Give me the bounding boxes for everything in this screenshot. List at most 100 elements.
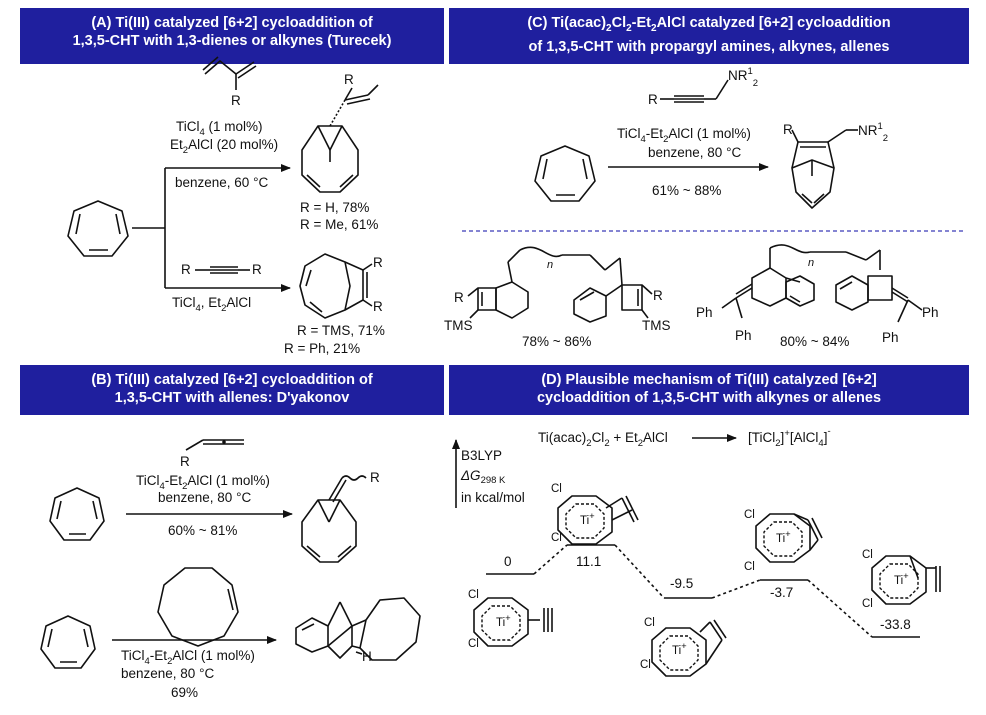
svg-text:Ti(acac)2Cl2 + Et2AlCl: Ti(acac)2Cl2 + Et2AlCl bbox=[538, 430, 668, 449]
svg-text:[TiCl2]+[AlCl4]-: [TiCl2]+[AlCl4]- bbox=[748, 426, 831, 449]
svg-text:n: n bbox=[547, 259, 553, 271]
cht-molecule-b-top bbox=[49, 487, 105, 541]
svg-text:R: R bbox=[648, 92, 658, 107]
svg-text:n: n bbox=[808, 257, 814, 269]
conditions-c-temp: benzene, 80 °C bbox=[648, 145, 741, 160]
svg-text:R: R bbox=[252, 262, 262, 277]
yield-a-top-2: R = Me, 61% bbox=[300, 217, 378, 232]
allene-reagent bbox=[185, 439, 244, 451]
yield-c-bis-right: 80% ~ 84% bbox=[780, 334, 849, 349]
svg-text:R: R bbox=[180, 454, 190, 469]
svg-text:Cl: Cl bbox=[468, 589, 479, 601]
svg-text:R: R bbox=[653, 288, 663, 303]
panel-a-title: (A) Ti(III) catalyzed [6+2] cycloadditio… bbox=[20, 8, 444, 64]
ti-complex-4 bbox=[871, 555, 941, 605]
product-a-top bbox=[301, 84, 379, 193]
energy-level-3: -3.7 bbox=[770, 585, 793, 600]
svg-text:TMS: TMS bbox=[444, 318, 473, 333]
product-a-top-r: R bbox=[344, 72, 354, 87]
panel-c-title-line2: of 1,3,5-CHT with propargyl amines, alky… bbox=[528, 38, 890, 55]
svg-text:Ti+: Ti+ bbox=[894, 571, 909, 587]
ti-complex-0 bbox=[473, 597, 553, 647]
svg-text:Ph: Ph bbox=[882, 330, 899, 345]
yield-c-bis-left: 78% ~ 86% bbox=[522, 334, 591, 349]
conditions-b-bottom-temp: benzene, 80 °C bbox=[121, 666, 214, 681]
svg-text:TiCl4-Et2AlCl (1 mol%): TiCl4-Et2AlCl (1 mol%) bbox=[121, 648, 255, 667]
svg-text:TMS: TMS bbox=[642, 318, 671, 333]
product-b-top bbox=[301, 475, 367, 563]
product-a-bottom-r2: R bbox=[373, 299, 383, 314]
svg-text:ΔG298 K: ΔG298 K bbox=[460, 468, 506, 486]
axis-label-method: B3LYP bbox=[461, 448, 502, 463]
panel-d-title: (D) Plausible mechanism of Ti(III) catal… bbox=[449, 365, 969, 415]
energy-level-0: 0 bbox=[504, 554, 512, 569]
cyclic-allene-reagent bbox=[157, 567, 239, 647]
axis-label-unit: in kcal/mol bbox=[461, 490, 525, 505]
panel-c-title-line1: (C) Ti(acac)2Cl2-Et2AlCl catalyzed [6+2]… bbox=[527, 15, 891, 34]
cht-molecule-a bbox=[67, 200, 129, 257]
svg-text:Cl: Cl bbox=[468, 638, 479, 650]
svg-text:R: R bbox=[454, 290, 464, 305]
yield-a-top-1: R = H, 78% bbox=[300, 200, 369, 215]
svg-text:Ph: Ph bbox=[696, 305, 713, 320]
svg-text:Ph: Ph bbox=[735, 328, 752, 343]
svg-text:R: R bbox=[181, 262, 191, 277]
svg-text:Ti+: Ti+ bbox=[672, 641, 687, 657]
panel-a-title-line1: (A) Ti(III) catalyzed [6+2] cycloadditio… bbox=[91, 15, 373, 31]
panel-c-title: (C) Ti(acac)2Cl2-Et2AlCl catalyzed [6+2]… bbox=[449, 8, 969, 64]
svg-text:Ti+: Ti+ bbox=[776, 529, 791, 545]
svg-text:NR12: NR12 bbox=[858, 121, 888, 144]
svg-text:Cl: Cl bbox=[551, 532, 562, 544]
propargyl-amine-reagent: R NR12 bbox=[648, 66, 758, 107]
product-b-bottom bbox=[295, 597, 421, 661]
energy-level-1: 11.1 bbox=[576, 554, 601, 569]
yield-a-bottom-1: R = TMS, 71% bbox=[297, 323, 385, 338]
conditions-a-top-temp: benzene, 60 °C bbox=[175, 175, 268, 190]
product-b-bottom-h: H bbox=[362, 649, 372, 664]
svg-text:Et2AlCl (20 mol%): Et2AlCl (20 mol%) bbox=[170, 137, 278, 156]
svg-text:TiCl4-Et2AlCl (1 mol%): TiCl4-Et2AlCl (1 mol%) bbox=[136, 473, 270, 492]
panel-b-title-line1: (B) Ti(III) catalyzed [6+2] cycloadditio… bbox=[91, 372, 373, 388]
svg-text:Cl: Cl bbox=[862, 549, 873, 561]
alkyne-reagent-a: R R bbox=[181, 262, 262, 277]
bis-adduct-tms bbox=[467, 246, 653, 323]
svg-text:Cl: Cl bbox=[862, 598, 873, 610]
svg-text:NR12: NR12 bbox=[728, 66, 758, 89]
svg-text:Cl: Cl bbox=[744, 509, 755, 521]
energy-profile bbox=[486, 544, 920, 638]
cht-molecule-b-bottom bbox=[40, 615, 96, 669]
diene-r-label: R bbox=[231, 93, 241, 108]
svg-text:Ph: Ph bbox=[922, 305, 939, 320]
panel-b-title-line2: 1,3,5-CHT with allenes: D'yakonov bbox=[114, 390, 350, 406]
yield-b-top: 60% ~ 81% bbox=[168, 523, 237, 538]
yield-b-bottom: 69% bbox=[171, 685, 198, 700]
energy-level-4: -33.8 bbox=[880, 617, 911, 632]
bis-adduct-ph bbox=[721, 244, 923, 323]
product-a-bottom-r1: R bbox=[373, 255, 383, 270]
conditions-b-top-temp: benzene, 80 °C bbox=[158, 490, 251, 505]
svg-text:Ti+: Ti+ bbox=[580, 511, 595, 527]
ti-complex-1 bbox=[557, 495, 639, 545]
svg-text:TiCl4, Et2AlCl: TiCl4, Et2AlCl bbox=[172, 295, 251, 314]
yield-c: 61% ~ 88% bbox=[652, 183, 721, 198]
svg-text:Cl: Cl bbox=[640, 659, 651, 671]
panel-b-title: (B) Ti(III) catalyzed [6+2] cycloadditio… bbox=[20, 365, 444, 415]
cht-molecule-c bbox=[534, 145, 596, 202]
panel-d-title-line1: (D) Plausible mechanism of Ti(III) catal… bbox=[541, 372, 877, 388]
product-b-top-r: R bbox=[370, 470, 380, 485]
svg-text:TiCl4-Et2AlCl (1 mol%): TiCl4-Et2AlCl (1 mol%) bbox=[617, 126, 751, 145]
ti-complex-3 bbox=[755, 513, 823, 563]
product-c-r: R bbox=[783, 122, 793, 137]
product-c bbox=[791, 129, 858, 209]
yield-a-bottom-2: R = Ph, 21% bbox=[284, 341, 360, 356]
svg-text:Cl: Cl bbox=[744, 561, 755, 573]
panel-d-title-line2: cycloaddition of 1,3,5-CHT with alkynes … bbox=[536, 390, 882, 406]
svg-text:Cl: Cl bbox=[551, 483, 562, 495]
panel-a-title-line2: 1,3,5-CHT with 1,3-dienes or alkynes (Tu… bbox=[72, 33, 392, 49]
ti-complex-2 bbox=[651, 619, 727, 677]
svg-text:TiCl4 (1 mol%): TiCl4 (1 mol%) bbox=[176, 119, 263, 138]
svg-text:Cl: Cl bbox=[644, 617, 655, 629]
energy-level-2: -9.5 bbox=[670, 576, 693, 591]
svg-text:Ti+: Ti+ bbox=[496, 613, 511, 629]
